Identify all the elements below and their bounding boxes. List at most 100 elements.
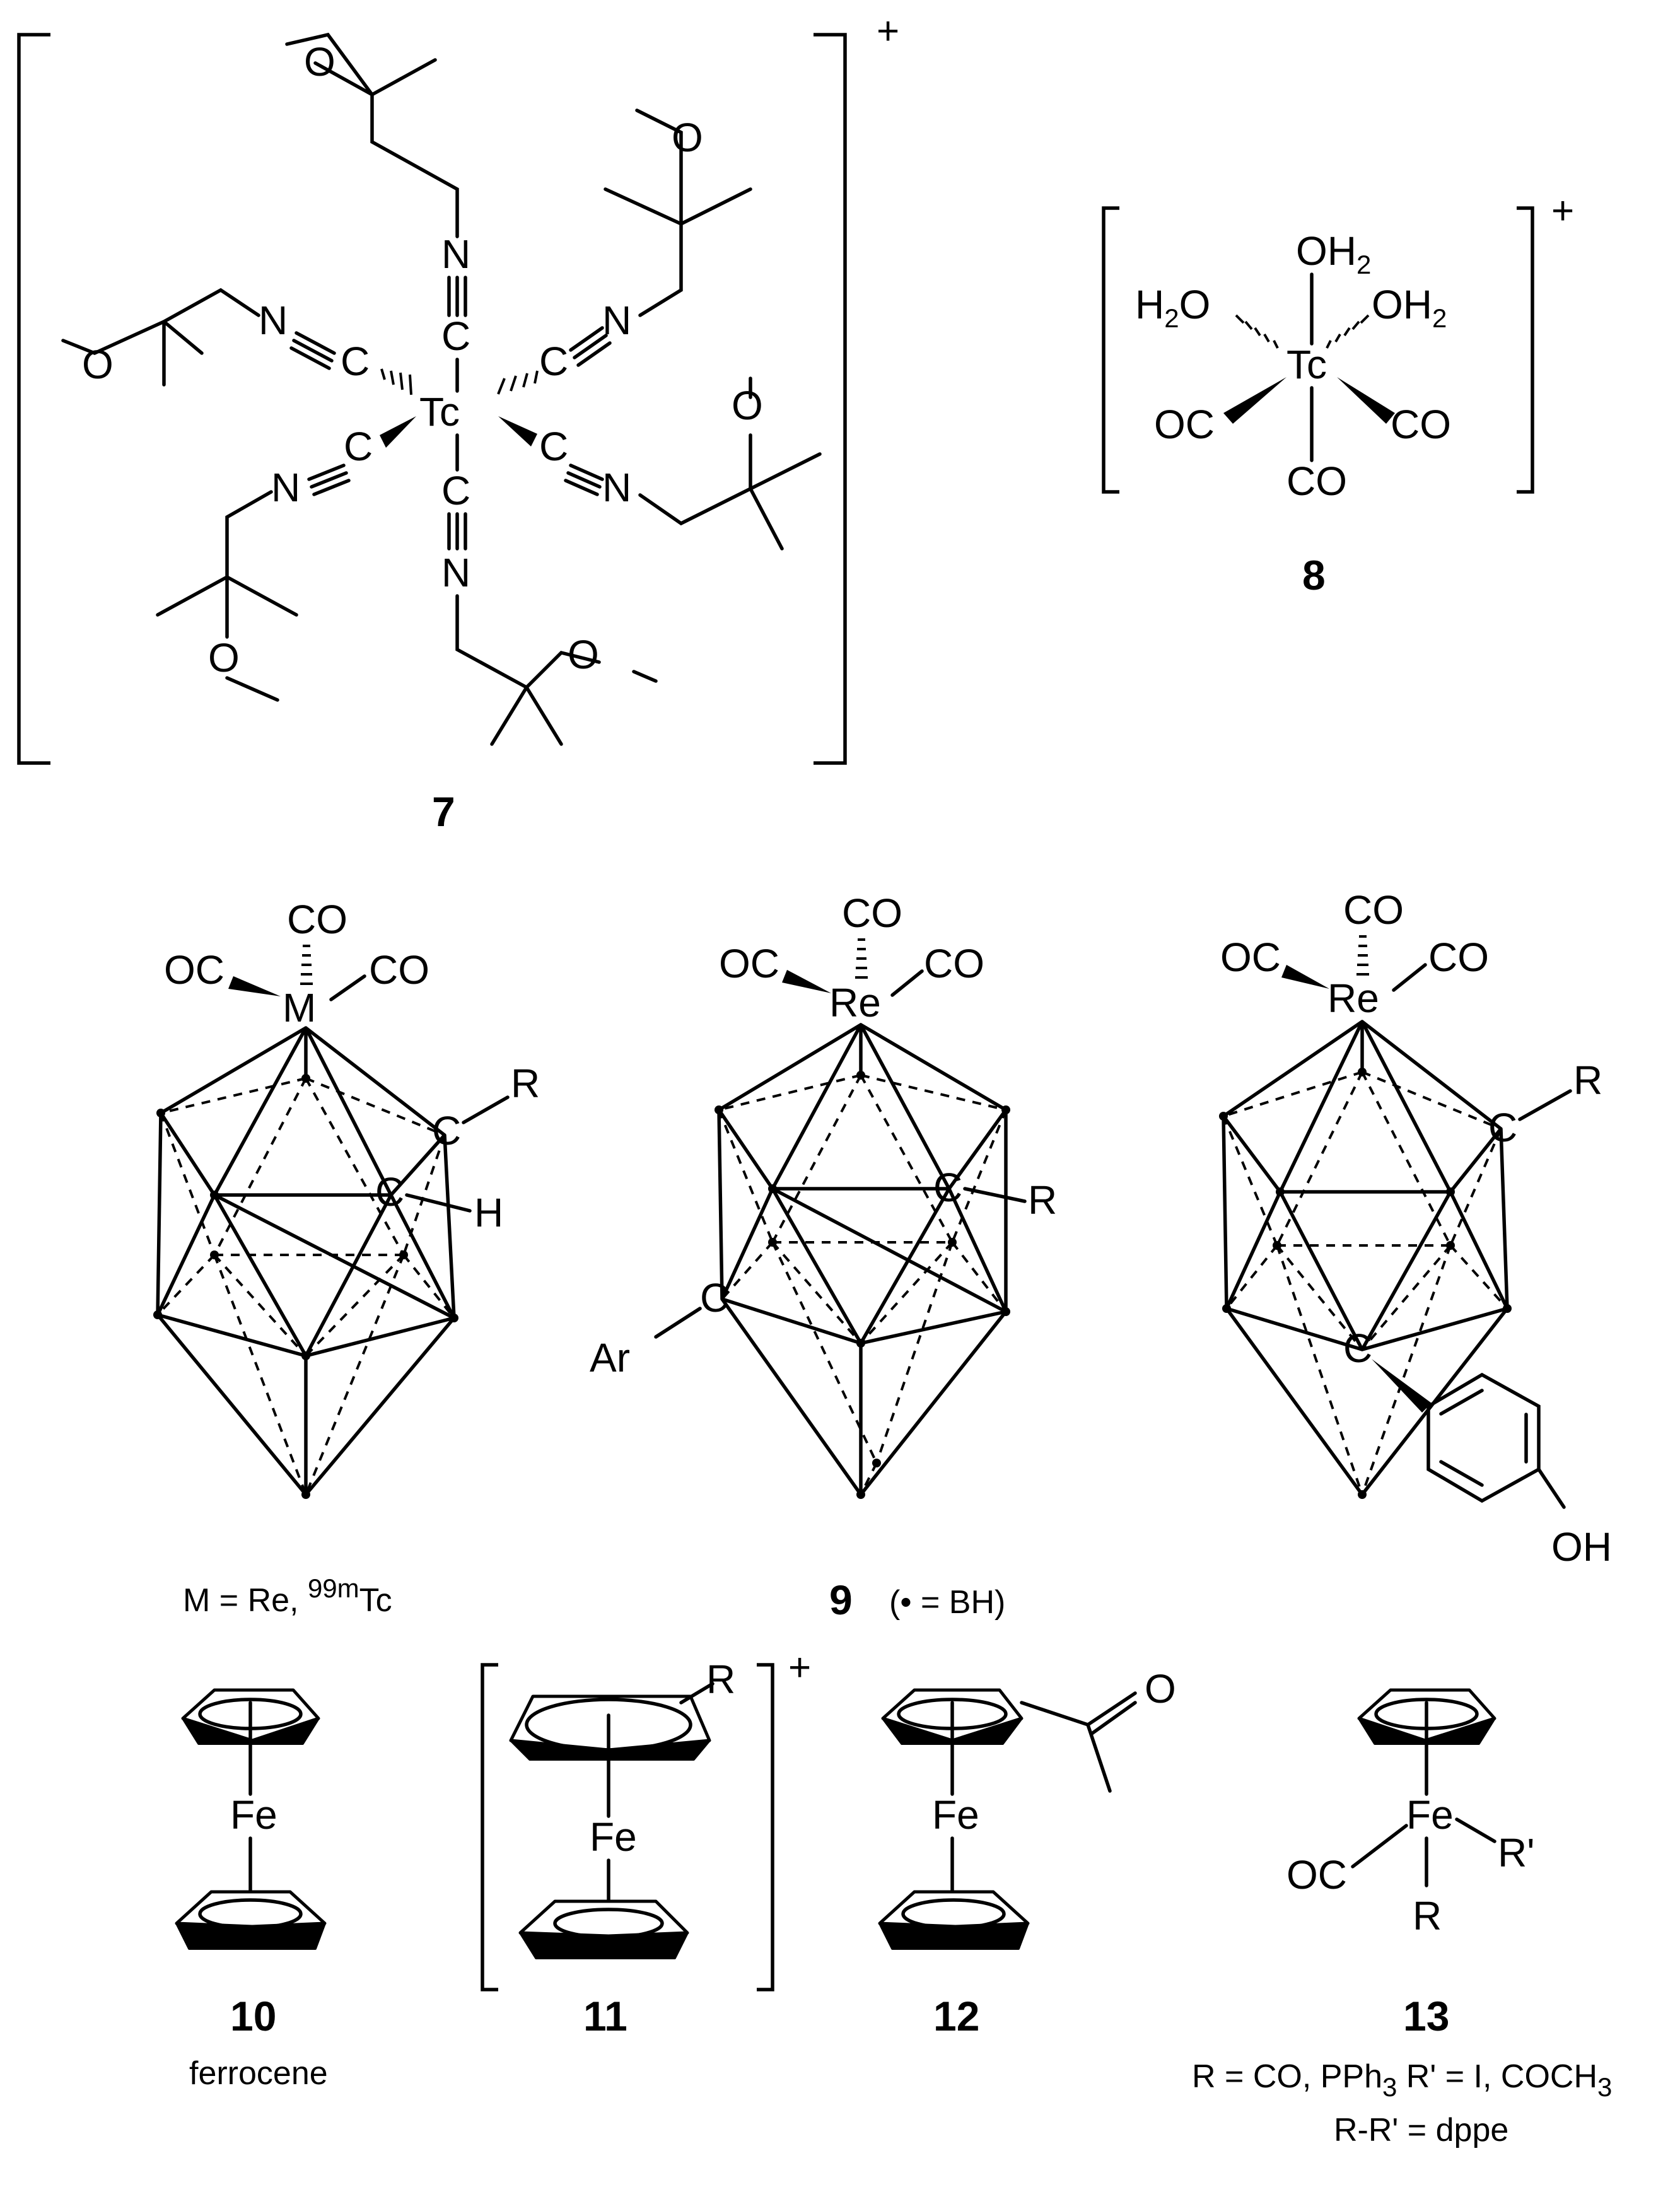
ligand-co-top: CO — [842, 890, 902, 936]
atom-label: C — [539, 339, 568, 384]
hashed-bond — [300, 945, 313, 985]
compound-13-number: 13 — [1403, 1993, 1449, 2039]
phenyl-ring — [1426, 1372, 1566, 1509]
metal-label: Re — [1327, 976, 1379, 1021]
compound-8-right-bracket — [1517, 206, 1534, 494]
compound-7-charge: + — [877, 9, 899, 53]
bond — [890, 969, 924, 997]
carbon-label: C — [432, 1108, 461, 1153]
compound-10: Fe 10 ferrocene — [175, 1688, 328, 2092]
hashed-bond — [1356, 935, 1369, 976]
wedge-bond — [380, 416, 416, 448]
ligand-water-top: OH2 — [1296, 228, 1371, 279]
wedge-bond — [228, 976, 281, 996]
compound-carborane-phenol: Re CO OC CO C R C OH — [1219, 887, 1612, 1570]
atom-label: N — [271, 465, 300, 510]
hashed-bond — [855, 938, 868, 979]
carbon-label: C — [375, 1169, 404, 1215]
methoxy-chain — [61, 288, 260, 387]
ligand-co: CO — [1428, 935, 1489, 980]
wedge-bond — [1281, 965, 1329, 989]
compound-8: + Tc OH2 H2O OH2 OC CO CO 8 — [1102, 189, 1574, 598]
compound-7-metal: Tc — [419, 389, 460, 434]
cluster-dashed-bonds — [718, 1074, 1007, 1495]
compound-10-name: ferrocene — [189, 2055, 328, 2092]
ligand-co-top: CO — [1343, 887, 1404, 933]
methoxy-chain — [156, 490, 298, 702]
atom-label: N — [441, 550, 470, 595]
compound-12-number: 12 — [933, 1993, 979, 2039]
compound-13-definition-1: R = CO, PPh3 R' = I, COCH3 — [1192, 2058, 1612, 2102]
metal-label: Fe — [230, 1792, 277, 1838]
bond — [654, 1307, 702, 1339]
wedge-bond — [1372, 1359, 1432, 1413]
compound-7-number: 7 — [432, 788, 455, 835]
cluster-solid-bonds — [1222, 1020, 1509, 1496]
hashed-bond — [1326, 314, 1370, 349]
atom-label: C — [539, 424, 568, 469]
atom-label: N — [441, 231, 470, 277]
carbon-label: C — [933, 1165, 962, 1210]
substituent-r: R — [706, 1657, 735, 1702]
metal-label: Fe — [932, 1792, 979, 1838]
hashed-bond — [1235, 314, 1279, 349]
compound-11-charge: + — [788, 1646, 811, 1689]
compound-11-left-bracket — [481, 1663, 498, 1991]
hashed-bond — [380, 368, 412, 395]
substituent-r-prime: R' — [1498, 1830, 1534, 1875]
carbon-label: C — [1343, 1326, 1372, 1371]
carbon-label: C — [1488, 1105, 1517, 1150]
bond — [679, 1682, 715, 1705]
cluster-dashed-bonds — [1222, 1071, 1508, 1495]
bond — [405, 1193, 472, 1213]
cyclopentadienyl-ring — [175, 1890, 327, 1950]
compound-11-right-bracket — [757, 1663, 774, 1991]
atom-label: O — [82, 342, 114, 387]
cluster-vertices — [715, 1071, 1010, 1499]
ligand-co: CO — [1391, 402, 1451, 447]
methoxy-chain — [285, 32, 459, 238]
cluster-solid-bonds — [717, 1023, 1008, 1496]
ligand-oc: OC — [164, 947, 225, 993]
hashed-bond — [497, 370, 539, 395]
compound-9-legend: (• = BH) — [889, 1584, 1005, 1621]
bond — [1351, 1824, 1408, 1868]
atom-label: N — [602, 465, 631, 510]
compound-8-left-bracket — [1102, 206, 1119, 494]
atom-label: C — [441, 313, 470, 359]
compound-8-number: 8 — [1302, 552, 1326, 598]
atom-label: O — [732, 383, 763, 428]
acetyl-group — [1020, 1691, 1137, 1793]
ligand-water-right: OH2 — [1372, 282, 1447, 333]
compound-10-number: 10 — [230, 1993, 276, 2039]
caption-m-definition: M = Re, 99mTc — [183, 1573, 392, 1619]
atom-label: O — [568, 632, 599, 677]
compound-13-definition-2: R-R' = dppe — [1334, 2112, 1508, 2148]
metal-label: M — [283, 985, 316, 1030]
ligand-co-bottom: CO — [1286, 458, 1347, 504]
atom-label: N — [259, 298, 288, 343]
substituent-r: R — [511, 1061, 540, 1106]
triple-bond — [569, 326, 612, 367]
triple-bond — [447, 276, 467, 317]
ligand-oc: OC — [1220, 935, 1281, 980]
compound-13: Fe OC R' R 13 R = CO, PPh3 R' = I, COCH3… — [1192, 1688, 1612, 2148]
ligand-co: CO — [369, 947, 429, 993]
substituent-r: R — [1413, 1893, 1442, 1938]
metal-label: Fe — [1406, 1792, 1454, 1838]
triple-bond — [564, 463, 604, 496]
wedge-bond — [1223, 377, 1286, 424]
substituent-h: H — [474, 1190, 503, 1235]
substituent-r: R — [1573, 1058, 1602, 1103]
compound-carborane-m: M CO OC CO C C R H M = Re, 99mTc — [153, 897, 540, 1619]
ligand-co: CO — [924, 941, 984, 986]
compound-11-number: 11 — [583, 1993, 627, 2039]
carbon-label: C — [700, 1275, 729, 1320]
compound-7-left-bracket — [17, 33, 50, 765]
bond — [1518, 1089, 1572, 1121]
ligand-oc: OC — [719, 941, 779, 986]
triple-bond — [289, 331, 336, 370]
compound-8-charge: + — [1551, 189, 1574, 233]
atom-label: O — [672, 115, 703, 160]
